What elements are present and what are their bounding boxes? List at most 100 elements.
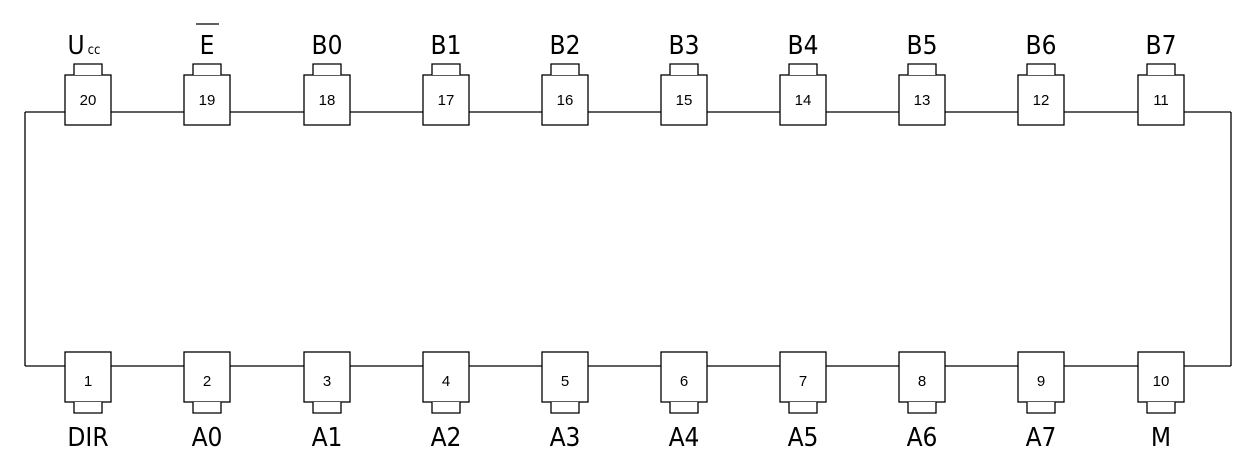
pin-4-shape bbox=[422, 351, 470, 414]
pin-2-tab bbox=[192, 402, 222, 414]
pin-17-box bbox=[422, 74, 470, 126]
pin-11-shape bbox=[1137, 63, 1185, 126]
pin-label-text: B2 bbox=[550, 31, 581, 61]
pin-5-shape bbox=[541, 351, 589, 414]
pin-10-tab bbox=[1146, 402, 1176, 414]
pin-number: 12 bbox=[1033, 92, 1050, 109]
pin-15: 15 B3 bbox=[660, 31, 708, 126]
pin-label: B5 bbox=[907, 31, 938, 61]
pin-16-tab bbox=[550, 63, 580, 75]
pin-8: 8A6 bbox=[898, 351, 946, 453]
pin-number: 13 bbox=[914, 92, 931, 109]
pin-number: 6 bbox=[680, 373, 688, 390]
pin-16: 16 B2 bbox=[541, 31, 589, 126]
pin-7: 7A5 bbox=[779, 351, 827, 453]
pin-5: 5A3 bbox=[541, 351, 589, 453]
pin-number: 9 bbox=[1037, 373, 1045, 390]
pin-13-tab bbox=[907, 63, 937, 75]
pin-19: 19E bbox=[183, 23, 231, 126]
pin-4-box bbox=[422, 351, 470, 403]
pin-label-subscript: cc bbox=[88, 43, 101, 58]
pin-15-box bbox=[660, 74, 708, 126]
pin-number: 2 bbox=[203, 373, 211, 390]
pin-13-shape bbox=[898, 63, 946, 126]
pin-number: 10 bbox=[1153, 373, 1170, 390]
pin-5-box bbox=[541, 351, 589, 403]
pin-10: 10M bbox=[1137, 351, 1185, 453]
pin-16-shape bbox=[541, 63, 589, 126]
pin-20-shape bbox=[64, 63, 112, 126]
pin-number: 15 bbox=[676, 92, 693, 109]
pin-label-text: B7 bbox=[1146, 31, 1177, 61]
pin-9-tab bbox=[1026, 402, 1056, 414]
pin-number: 17 bbox=[438, 92, 455, 109]
pin-number: 14 bbox=[795, 92, 812, 109]
pin-label: B4 bbox=[788, 31, 819, 61]
pin-number: 1 bbox=[84, 373, 92, 390]
pin-10-box bbox=[1137, 351, 1185, 403]
pin-label: A0 bbox=[192, 423, 223, 453]
pin-7-box bbox=[779, 351, 827, 403]
pin-number: 18 bbox=[319, 92, 336, 109]
pin-15-shape bbox=[660, 63, 708, 126]
pin-number: 4 bbox=[442, 373, 450, 390]
pin-number: 7 bbox=[799, 373, 807, 390]
pin-9-shape bbox=[1017, 351, 1065, 414]
pin-number: 16 bbox=[557, 92, 574, 109]
pin-label-text: U bbox=[67, 31, 84, 61]
pin-label: B1 bbox=[431, 31, 462, 61]
pin-3-tab bbox=[312, 402, 342, 414]
pin-1-box bbox=[64, 351, 112, 403]
pin-5-tab bbox=[550, 402, 580, 414]
pin-19-shape bbox=[183, 63, 231, 126]
pin-16-box bbox=[541, 74, 589, 126]
pin-14: 14 B4 bbox=[779, 31, 827, 126]
pin-label: DIR bbox=[67, 423, 108, 453]
pin-label: A2 bbox=[431, 423, 462, 453]
pin-20-tab bbox=[73, 63, 103, 75]
pin-6-tab bbox=[669, 402, 699, 414]
pin-12-tab bbox=[1026, 63, 1056, 75]
pin-15-tab bbox=[669, 63, 699, 75]
pin-20-box bbox=[64, 74, 112, 126]
pin-4-tab bbox=[431, 402, 461, 414]
pin-number: 11 bbox=[1153, 92, 1169, 109]
pin-7-shape bbox=[779, 351, 827, 414]
pin-number: 5 bbox=[561, 373, 569, 390]
pin-label: A1 bbox=[312, 423, 343, 453]
pin-label: A5 bbox=[788, 423, 819, 453]
pin-label: A7 bbox=[1026, 423, 1057, 453]
pin-9: 9A7 bbox=[1017, 351, 1065, 453]
pin-8-box bbox=[898, 351, 946, 403]
pin-13: 13 B5 bbox=[898, 31, 946, 126]
pin-8-shape bbox=[898, 351, 946, 414]
pin-18-shape bbox=[303, 63, 351, 126]
pin-1-shape bbox=[64, 351, 112, 414]
pin-10-shape bbox=[1137, 351, 1185, 414]
pin-3: 3A1 bbox=[303, 351, 351, 453]
pin-11-tab bbox=[1146, 63, 1176, 75]
pin-18-tab bbox=[312, 63, 342, 75]
pin-2-shape bbox=[183, 351, 231, 414]
pin-label-text: B3 bbox=[669, 31, 700, 61]
pin-label-text: B5 bbox=[907, 31, 938, 61]
pin-6-shape bbox=[660, 351, 708, 414]
pin-7-tab bbox=[788, 402, 818, 414]
pin-18-box bbox=[303, 74, 351, 126]
pin-12-box bbox=[1017, 74, 1065, 126]
chip-body bbox=[24, 111, 1232, 367]
pin-6: 6A4 bbox=[660, 351, 708, 453]
pin-17-shape bbox=[422, 63, 470, 126]
pin-label-text: B0 bbox=[312, 31, 343, 61]
pin-label: M bbox=[1151, 423, 1171, 453]
pin-label: A6 bbox=[907, 423, 938, 453]
pin-6-box bbox=[660, 351, 708, 403]
pin-19-tab bbox=[192, 63, 222, 75]
